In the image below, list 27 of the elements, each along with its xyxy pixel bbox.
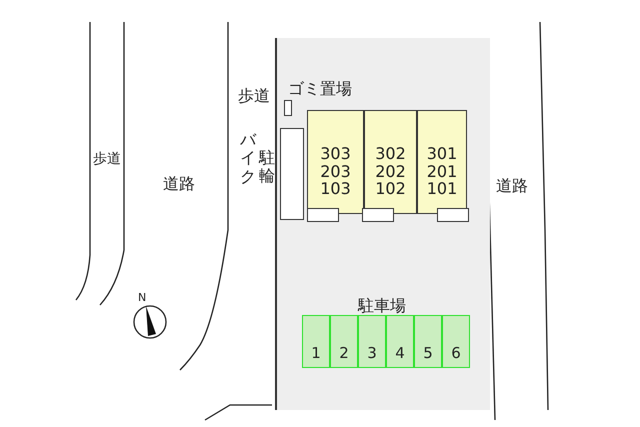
road-label: 道路 [163,176,195,192]
parking-space [330,315,358,368]
space-number: 6 [450,346,462,361]
road-label: 道路 [496,178,528,194]
space-number: 4 [394,346,406,361]
area-label: 駐車場 [358,298,406,314]
area-label: バイク [240,131,257,186]
parking-space [386,315,414,368]
space-number: 5 [422,346,434,361]
apartment-unit [307,110,364,214]
parking-space [414,315,442,368]
area-label: ゴミ置場 [288,81,352,97]
apartment-unit [364,110,417,214]
area-label: 駐輪 [259,149,276,186]
road-label: 歩道 [238,88,270,104]
road-label: 歩道 [93,152,121,166]
apartment-unit [417,110,467,214]
room-numbers: 302 202 102 [374,145,407,198]
space-number: 2 [338,346,350,361]
room-numbers: 303 203 103 [319,145,352,198]
north-label: N [138,292,146,303]
room-numbers: 301 201 101 [426,145,458,198]
space-number: 1 [310,346,322,361]
parking-space [358,315,386,368]
space-number: 3 [366,346,378,361]
parking-space [302,315,330,368]
parking-space [442,315,470,368]
